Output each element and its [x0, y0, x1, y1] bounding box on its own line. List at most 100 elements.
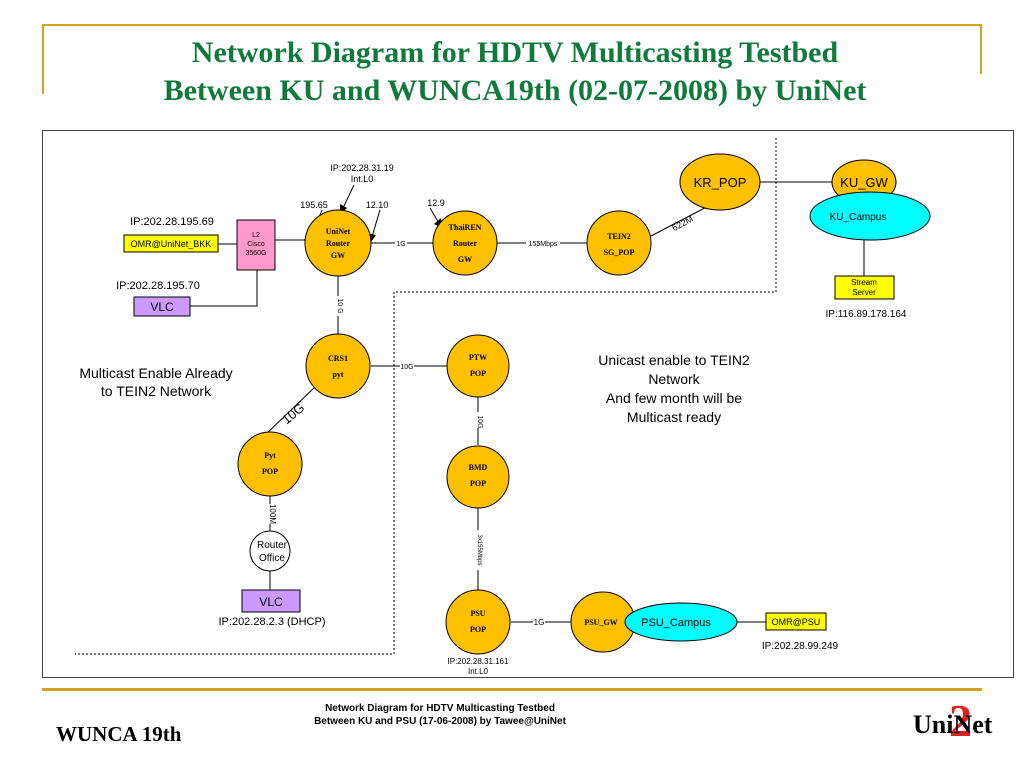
- stream-label-2: Server: [852, 288, 876, 297]
- ip-vlc-top: IP:202.28.195.70: [116, 280, 200, 292]
- uninet-gw-node[interactable]: [304, 209, 372, 277]
- note-right-l1: Unicast enable to TEIN2: [598, 352, 750, 368]
- tein2-node[interactable]: [586, 210, 652, 276]
- psu-pop-node[interactable]: [445, 589, 511, 655]
- link-switch-vlc: [190, 270, 258, 307]
- footer-divider: [42, 688, 982, 691]
- omr-psu-label: OMR@PSU: [772, 617, 821, 627]
- link-10g-mid: 10G: [476, 415, 483, 428]
- omr-psu-box[interactable]: [765, 612, 827, 631]
- psu-pop-line2: POP: [470, 625, 486, 634]
- link-100m-bg: [265, 504, 275, 524]
- l2-line2: Cisco: [247, 241, 265, 248]
- omr-uninet-box[interactable]: [123, 234, 219, 253]
- ip-vlc-bottom: IP:202.28.2.3 (DHCP): [219, 616, 326, 628]
- title-line-2: Between KU and WUNCA19th (02-07-2008) by…: [163, 74, 867, 107]
- crs1-line2: pyt: [332, 370, 343, 379]
- footer-caption-line2: Between KU and PSU (17-06-2008) by Tawee…: [314, 716, 566, 727]
- pyt-line2: POP: [262, 467, 278, 476]
- link-10g-ptw: 10G: [400, 364, 413, 371]
- link-10g-vert: 10 G: [336, 298, 343, 313]
- psu-campus-label: PSU_Campus: [641, 617, 711, 629]
- bmd-node[interactable]: [446, 445, 510, 509]
- footer-caption: Network Diagram for HDTV Multicasting Te…: [250, 702, 630, 728]
- ptw-node[interactable]: [446, 334, 510, 398]
- vlc-bottom-box[interactable]: [241, 589, 301, 613]
- region-boundary: [75, 138, 777, 655]
- ip-omr-psu: IP:202.28.99.249: [762, 641, 839, 652]
- footer-caption-line1: Network Diagram for HDTV Multicasting Te…: [325, 703, 555, 714]
- l2-line3: 3560G: [245, 250, 266, 257]
- psu-campus-node[interactable]: [624, 602, 738, 642]
- ip-psu-pop-l2: Int.L0: [468, 667, 489, 676]
- uninet-gw-line2: Router: [326, 239, 350, 248]
- link-10g-ptw-bg: [400, 361, 414, 371]
- l2-line1: L2: [252, 232, 260, 239]
- link-10g-diag: 10G: [279, 400, 307, 427]
- bmd-line1: BMD: [469, 463, 488, 472]
- kr-pop-label: KR_POP: [694, 175, 747, 190]
- ip-uninet-l1: IP:202.28.31.19: [330, 163, 394, 173]
- vlc-bottom-label: VLC: [259, 595, 283, 609]
- note-right-l2: Network: [648, 371, 700, 387]
- router-office-line1: Router: [257, 540, 288, 551]
- note-right-l4: Multicast ready: [627, 409, 721, 425]
- port-12-9: 12.9: [427, 198, 445, 208]
- omr-uninet-label: OMR@UniNet_BKK: [131, 239, 212, 249]
- diagram-frame: [42, 130, 1014, 678]
- psu-gw-label: PSU_GW: [584, 618, 617, 627]
- link-1g-top: 1G: [396, 241, 405, 248]
- stream-server-box[interactable]: [834, 275, 895, 300]
- logo-text: UniNet: [913, 710, 993, 739]
- uninet-gw-line3: GW: [331, 251, 345, 260]
- crs1-node[interactable]: [305, 333, 371, 399]
- ku-campus-node[interactable]: [809, 191, 931, 241]
- port-195-65: 195.65: [300, 200, 328, 210]
- slide-title: Network Diagram for HDTV Multicasting Te…: [60, 34, 970, 110]
- link-622: 622M: [670, 214, 695, 233]
- link-crs1-pyt: [264, 386, 316, 436]
- crs1-line1: CRS1: [328, 354, 348, 363]
- ip-uninet-l2: Int.L0: [351, 174, 374, 184]
- arrow-ip-uninet: [341, 184, 355, 211]
- title-line-1: Network Diagram for HDTV Multicasting Te…: [191, 36, 839, 69]
- link-1g-psu-bg: [533, 617, 545, 627]
- left-accent-line: [42, 24, 44, 94]
- ip-stream: IP:116.89.178.164: [826, 309, 907, 320]
- stream-label-1: Stream: [851, 278, 877, 287]
- ptw-line2: POP: [470, 369, 486, 378]
- vlc-top-label: VLC: [150, 300, 174, 314]
- ip-psu-pop-l1: IP:202.28.31.161: [448, 657, 509, 666]
- psu-pop-line1: PSU: [470, 609, 485, 618]
- note-left-l2: to TEIN2 Network: [101, 383, 212, 399]
- footer-event-label: WUNCA 19th: [56, 722, 182, 746]
- thairen-line1: ThaiREN: [449, 223, 482, 232]
- router-nodes: [237, 153, 897, 655]
- link-100m: 100M: [268, 504, 277, 524]
- note-right-l3: And few month will be: [606, 390, 742, 406]
- uninet-gw-line1: UniNet: [326, 227, 351, 236]
- ku-campus-label: KU_Campus: [830, 212, 887, 223]
- logo-number: 2: [949, 695, 972, 746]
- vlc-top-box[interactable]: [133, 296, 191, 317]
- router-office-node[interactable]: [249, 530, 291, 572]
- pyt-pop-node[interactable]: [237, 431, 303, 497]
- thairen-gw-node[interactable]: [432, 210, 498, 276]
- router-office-line2: Office: [259, 553, 285, 564]
- link-10g-vert-bg: [333, 296, 343, 316]
- tein2-line2: SG_POP: [604, 248, 635, 257]
- ptw-line1: PTW: [469, 353, 487, 362]
- link-3x155: 3x155Mbps: [476, 534, 482, 565]
- right-accent-line: [980, 24, 982, 74]
- tein2-line1: TEIN2: [607, 232, 631, 241]
- pyt-line1: Pyt: [264, 451, 276, 460]
- kr-pop-node[interactable]: [679, 153, 761, 211]
- note-left-l1: Multicast Enable Already: [79, 365, 232, 381]
- link-3x155-bg: [473, 530, 483, 570]
- ku-gw-label: KU_GW: [840, 175, 888, 190]
- l2-switch-box[interactable]: [236, 219, 276, 271]
- thairen-line3: GW: [458, 255, 472, 264]
- thairen-line2: Router: [453, 239, 477, 248]
- link-155-bg: [526, 238, 560, 248]
